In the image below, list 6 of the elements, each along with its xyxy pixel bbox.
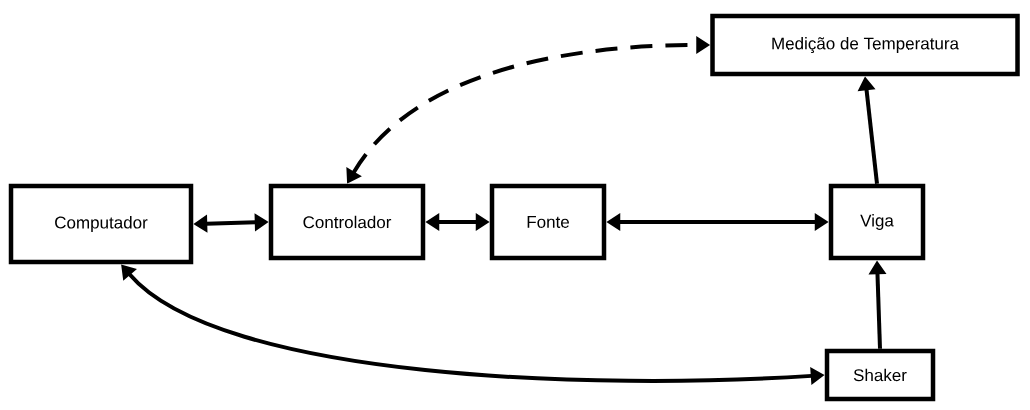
process-box: Medição de Temperatura [710, 13, 1020, 77]
process-box: Fonte [489, 183, 607, 261]
process-box: Shaker [824, 348, 936, 402]
process-box: Viga [828, 183, 926, 261]
process-box: Computador [8, 183, 194, 265]
process-box: Controlador [268, 183, 426, 261]
